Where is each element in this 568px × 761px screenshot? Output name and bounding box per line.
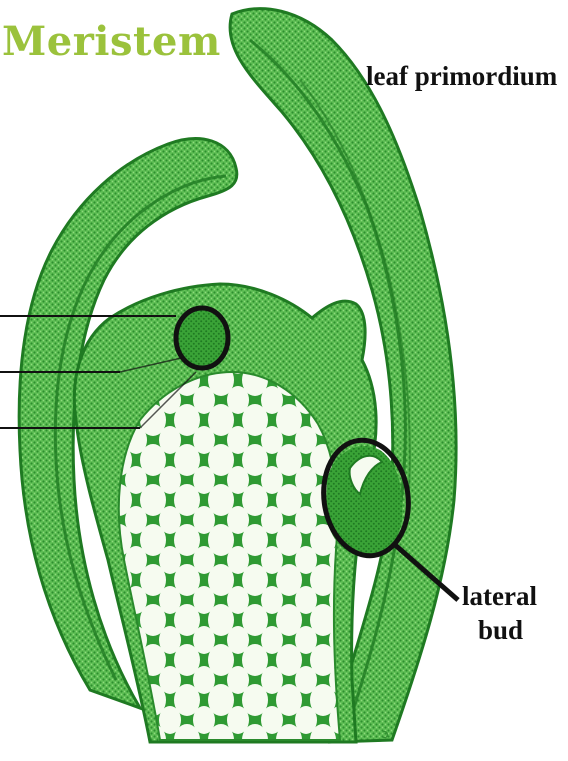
apical-initial-circle xyxy=(176,308,228,368)
label-leaf-primordium: leaf primordium xyxy=(366,60,557,92)
ground-tissue-cells xyxy=(119,372,340,740)
label-lateral-bud-line2: bud xyxy=(478,614,523,646)
svg-text:ɔ: ɔ xyxy=(382,727,389,741)
diagram-title: Meristem xyxy=(2,18,221,65)
label-lateral-bud-line1: lateral xyxy=(462,580,537,612)
